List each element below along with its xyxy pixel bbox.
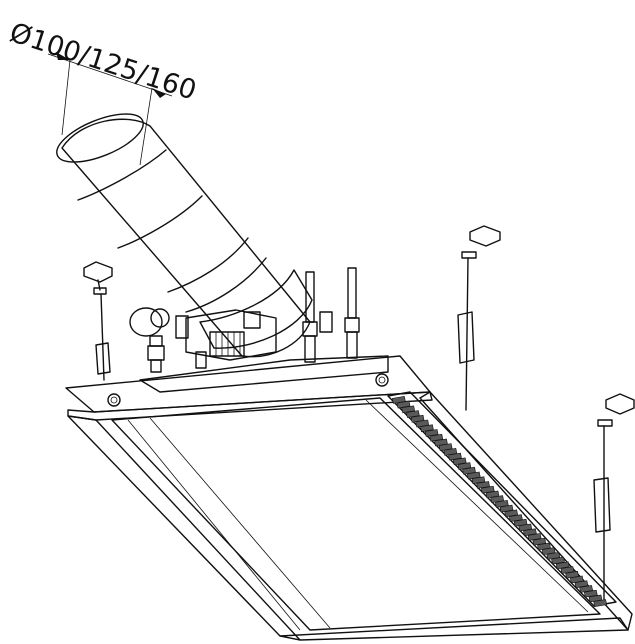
grille-louver — [476, 481, 490, 489]
grille-louver — [406, 410, 420, 418]
grille-louver — [396, 400, 411, 409]
grille-louver — [424, 429, 439, 437]
valve-actuator — [129, 307, 170, 373]
air-grille — [387, 391, 617, 607]
water-pipe-2 — [344, 267, 360, 359]
diameter-dimension: Ø100/125/160 — [6, 17, 200, 166]
grille-louver — [410, 414, 425, 423]
grille-louver — [565, 570, 579, 579]
grille-louver — [391, 396, 406, 404]
ventilation-duct — [56, 113, 313, 358]
water-pipe-3 — [319, 311, 333, 333]
grille-louver — [490, 495, 505, 503]
grille-louver — [574, 580, 589, 589]
grille-louver — [443, 448, 458, 456]
damper-grill — [209, 331, 245, 357]
diameter-label: Ø100/125/160 — [6, 17, 200, 106]
grille-louver — [555, 561, 570, 570]
grille-louver — [537, 542, 551, 551]
ceiling-panel — [111, 397, 601, 631]
grille-louver — [462, 466, 476, 475]
extension-line-left — [61, 59, 71, 136]
grille-louver — [401, 405, 416, 414]
duct-collar — [199, 269, 313, 349]
grille-louver — [527, 533, 542, 541]
panel-face — [111, 397, 601, 631]
grille-louver — [415, 419, 430, 428]
grille-louver — [509, 514, 523, 522]
grille-louver — [504, 509, 519, 518]
grille-louver — [532, 537, 547, 546]
frame-left-flange — [67, 415, 301, 641]
arrowhead-right — [152, 88, 166, 98]
grille-louver — [420, 424, 434, 433]
grille-slot — [387, 391, 617, 607]
extension-line-right — [139, 87, 153, 166]
grille-louver — [583, 589, 598, 598]
suspension-hanger-front-right — [593, 393, 635, 601]
grille-louver — [523, 528, 537, 537]
mounting-hole-left — [107, 393, 121, 407]
grille-louver — [560, 566, 575, 574]
grille-louver — [429, 433, 444, 442]
damper-box — [175, 309, 277, 369]
suspension-hanger-rear-right — [457, 225, 501, 411]
grille-louver — [518, 523, 533, 532]
grille-louver — [434, 438, 448, 447]
grille-louver — [513, 518, 528, 527]
grille-louver — [593, 599, 608, 607]
grille-louver — [480, 485, 495, 494]
grille-louver — [546, 552, 561, 560]
grille-louver — [466, 471, 481, 480]
grille-louver — [588, 594, 603, 603]
grille-louver — [471, 476, 486, 485]
grille-louver — [541, 547, 556, 555]
grille-louver — [494, 500, 509, 508]
duct-body — [61, 118, 311, 358]
grille-louver — [457, 462, 472, 470]
grille-louver — [551, 556, 565, 565]
grille-louvers — [391, 396, 608, 607]
connection-box — [139, 355, 389, 393]
housing-frame — [65, 355, 633, 641]
grille-louver — [438, 443, 453, 451]
arrowhead-left — [56, 52, 70, 60]
dimension-line — [47, 53, 173, 97]
grille-louver — [569, 575, 584, 584]
grille-louver — [452, 457, 467, 466]
grille-louver — [485, 490, 500, 499]
grille-louver — [499, 504, 514, 513]
grille-louver — [579, 585, 593, 593]
water-connections — [302, 267, 360, 363]
grille-louver — [448, 452, 462, 461]
duct-open-end — [56, 113, 144, 163]
suspension-hanger-rear-left — [83, 261, 113, 381]
mounting-holes — [107, 373, 389, 407]
mounting-hole-right — [375, 373, 389, 387]
